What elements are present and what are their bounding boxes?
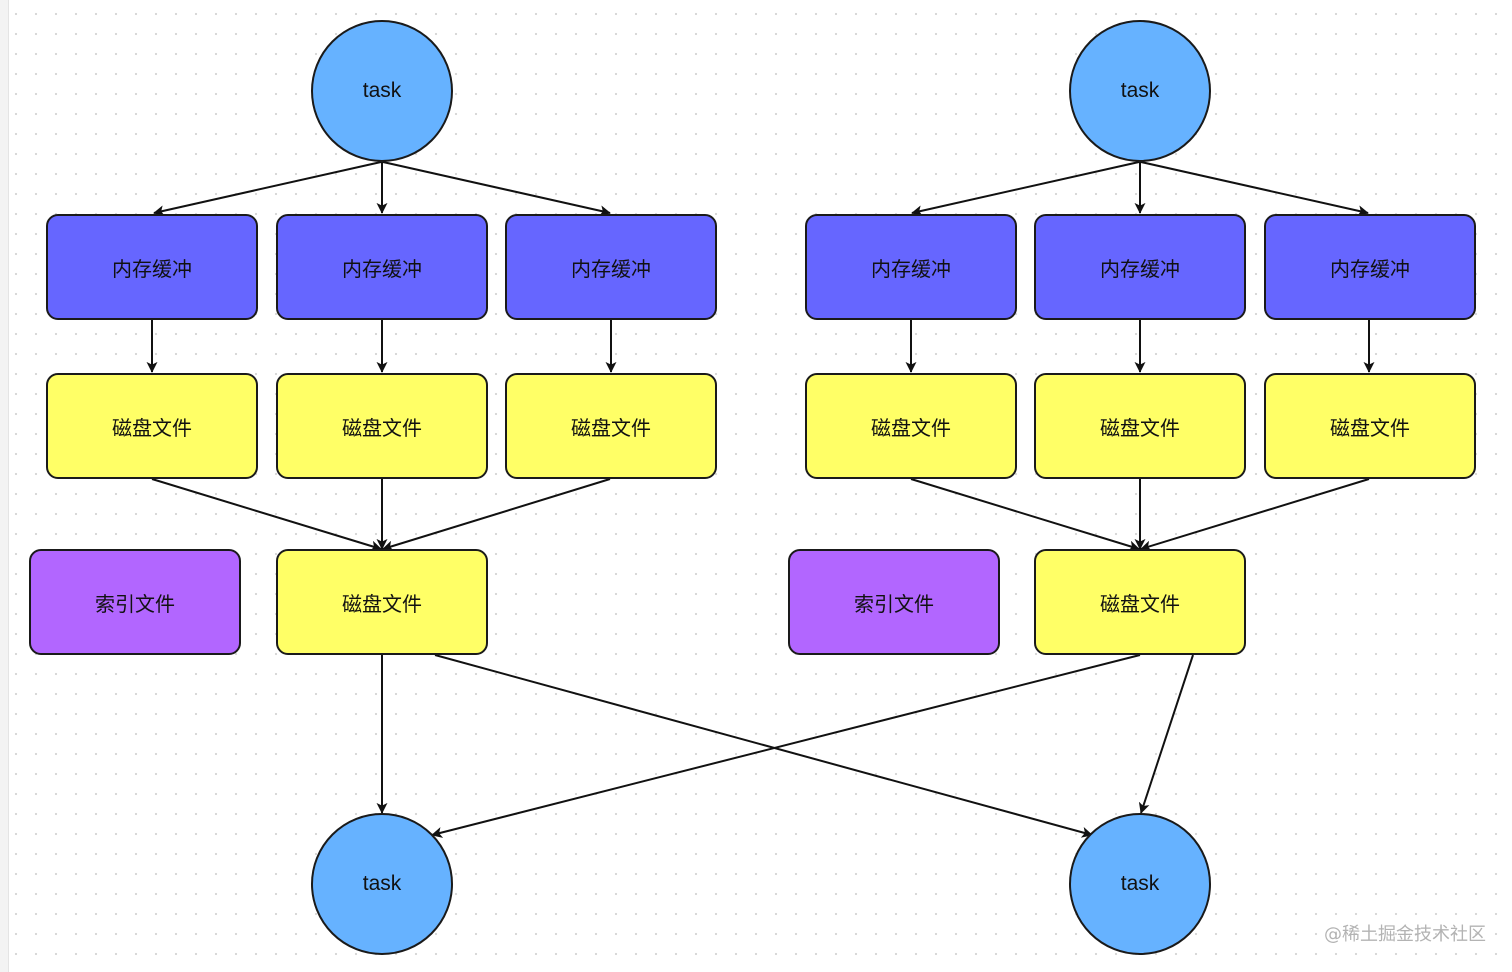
disk-file-node-5[interactable]: 磁盘文件 bbox=[1034, 373, 1246, 479]
edge-task-tl-to-buffer-1 bbox=[153, 161, 382, 217]
edge-task-tr-to-buffer-6 bbox=[1140, 161, 1369, 217]
memory-buffer-node-2[interactable]: 内存缓冲 bbox=[276, 214, 488, 320]
disk-file-label: 磁盘文件 bbox=[1100, 591, 1180, 616]
disk-file-label: 磁盘文件 bbox=[1100, 415, 1180, 440]
task-node-bottom-right[interactable]: task bbox=[1069, 813, 1211, 955]
edge-disk-1-to-merged-left bbox=[151, 478, 382, 552]
memory-buffer-label: 内存缓冲 bbox=[112, 256, 192, 281]
disk-file-node-2[interactable]: 磁盘文件 bbox=[276, 373, 488, 479]
memory-buffer-node-5[interactable]: 内存缓冲 bbox=[1034, 214, 1246, 320]
disk-file-label: 磁盘文件 bbox=[871, 415, 951, 440]
disk-file-node-4[interactable]: 磁盘文件 bbox=[805, 373, 1017, 479]
memory-buffer-node-4[interactable]: 内存缓冲 bbox=[805, 214, 1017, 320]
memory-buffer-node-1[interactable]: 内存缓冲 bbox=[46, 214, 258, 320]
index-file-label: 索引文件 bbox=[854, 591, 934, 616]
merged-disk-file-node-right[interactable]: 磁盘文件 bbox=[1034, 549, 1246, 655]
task-label: task bbox=[362, 872, 402, 895]
index-file-label: 索引文件 bbox=[95, 591, 175, 616]
memory-buffer-label: 内存缓冲 bbox=[871, 256, 951, 281]
task-node-top-right[interactable]: task bbox=[1069, 20, 1211, 162]
edge-task-tr-to-buffer-4 bbox=[911, 161, 1140, 217]
disk-file-node-1[interactable]: 磁盘文件 bbox=[46, 373, 258, 479]
disk-file-label: 磁盘文件 bbox=[112, 415, 192, 440]
disk-file-node-3[interactable]: 磁盘文件 bbox=[505, 373, 717, 479]
edge-disk-6-to-merged-right bbox=[1140, 478, 1370, 552]
watermark-text: @稀土掘金技术社区 bbox=[1324, 924, 1486, 945]
task-label: task bbox=[1120, 872, 1160, 895]
disk-file-label: 磁盘文件 bbox=[571, 415, 651, 440]
disk-file-label: 磁盘文件 bbox=[342, 415, 422, 440]
edge-task-tl-to-buffer-3 bbox=[382, 161, 611, 217]
index-file-node-right[interactable]: 索引文件 bbox=[788, 549, 1000, 655]
memory-buffer-node-6[interactable]: 内存缓冲 bbox=[1264, 214, 1476, 320]
edge-merged-right-to-task-br bbox=[1138, 654, 1194, 814]
memory-buffer-label: 内存缓冲 bbox=[1100, 256, 1180, 281]
task-node-top-left[interactable]: task bbox=[311, 20, 453, 162]
disk-file-label: 磁盘文件 bbox=[342, 591, 422, 616]
edge-merged-left-to-task-br bbox=[434, 654, 1093, 838]
edge-disk-3-to-merged-left bbox=[382, 478, 611, 552]
merged-disk-file-node-left[interactable]: 磁盘文件 bbox=[276, 549, 488, 655]
memory-buffer-label: 内存缓冲 bbox=[1330, 256, 1410, 281]
task-label: task bbox=[1120, 79, 1160, 102]
memory-buffer-label: 内存缓冲 bbox=[571, 256, 651, 281]
disk-file-label: 磁盘文件 bbox=[1330, 415, 1410, 440]
edge-merged-right-to-task-bl bbox=[431, 654, 1141, 838]
memory-buffer-node-3[interactable]: 内存缓冲 bbox=[505, 214, 717, 320]
task-label: task bbox=[362, 79, 402, 102]
edge-disk-4-to-merged-right bbox=[910, 478, 1140, 552]
index-file-node-left[interactable]: 索引文件 bbox=[29, 549, 241, 655]
task-node-bottom-left[interactable]: task bbox=[311, 813, 453, 955]
memory-buffer-label: 内存缓冲 bbox=[342, 256, 422, 281]
canvas-left-border bbox=[0, 0, 9, 972]
disk-file-node-6[interactable]: 磁盘文件 bbox=[1264, 373, 1476, 479]
